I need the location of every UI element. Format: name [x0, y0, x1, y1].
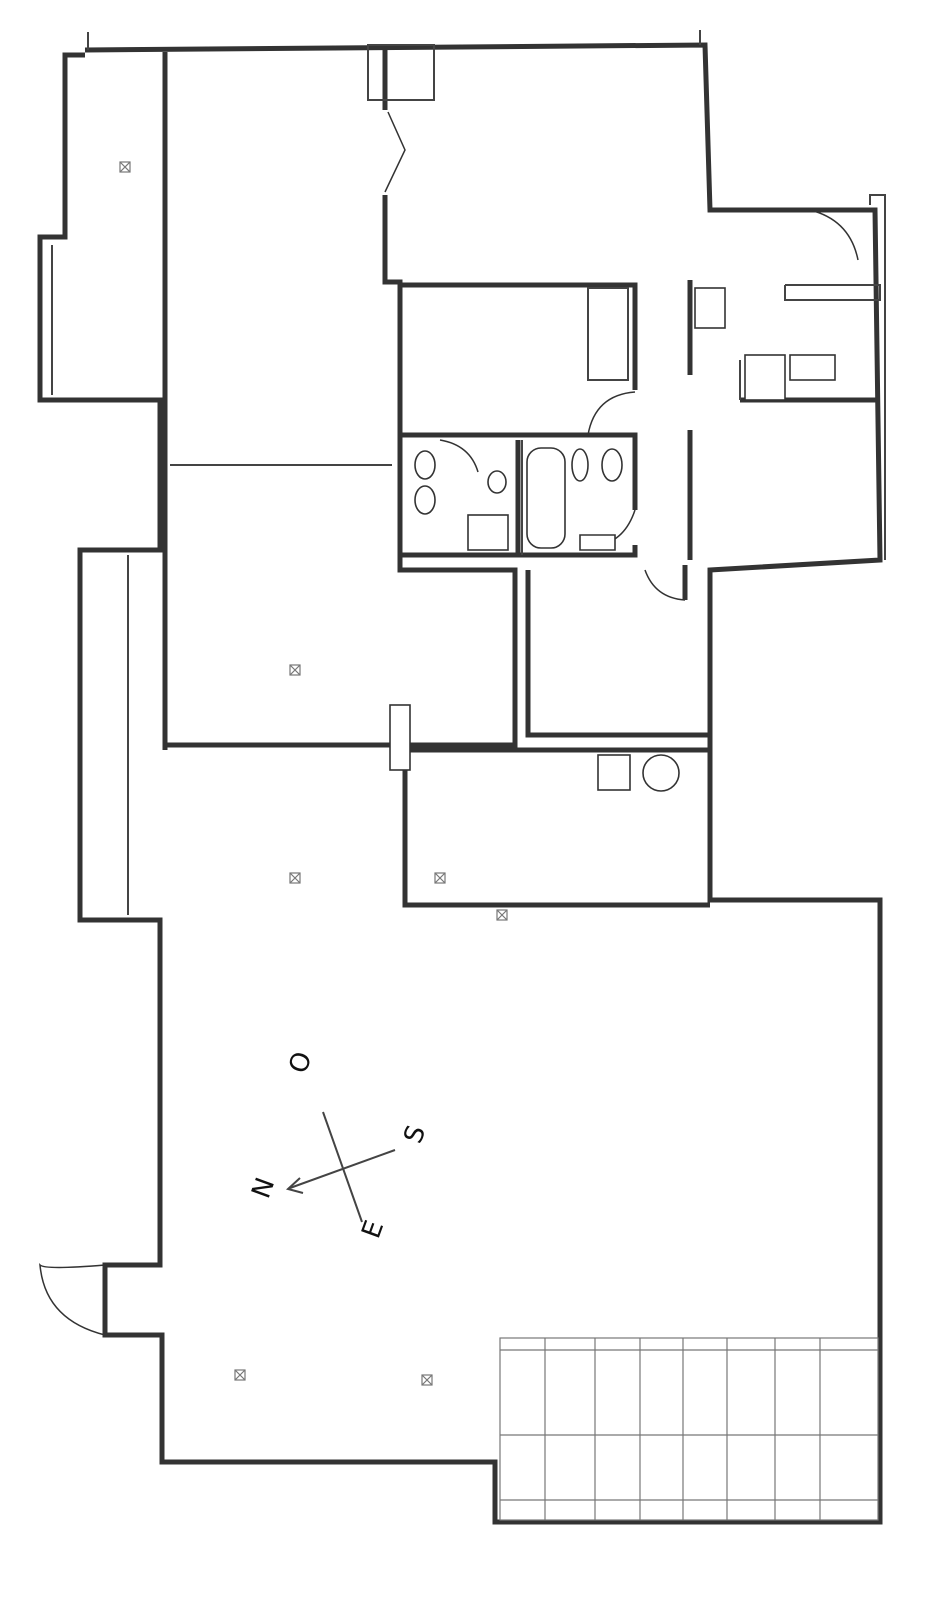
marker [234, 1369, 246, 1381]
pergola [499, 1337, 879, 1521]
toilet [414, 450, 436, 480]
marker [421, 1374, 433, 1386]
marker [496, 909, 508, 921]
cabinet [694, 287, 726, 329]
compass-north: N [246, 1174, 281, 1203]
boiler [642, 754, 680, 792]
sink [579, 534, 616, 551]
shower [467, 514, 509, 551]
ceiling-markers [119, 161, 508, 1386]
stove [744, 354, 786, 401]
toilet [414, 485, 436, 515]
marker [289, 872, 301, 884]
toilet [571, 448, 589, 482]
compass-west: O [283, 1048, 318, 1077]
bidet [601, 448, 623, 482]
marker [119, 161, 131, 173]
marker [289, 664, 301, 676]
compass: N S O E [246, 1048, 432, 1242]
fixtures [414, 354, 836, 792]
doors [39, 111, 859, 1336]
kitchen-sink [789, 354, 836, 381]
compass-south: S [398, 1122, 432, 1148]
interior-walls [162, 44, 881, 908]
washer [597, 754, 631, 791]
marker [434, 872, 446, 884]
bathtub [526, 447, 566, 549]
outer-walls [37, 30, 886, 1525]
pillar [389, 704, 411, 771]
chimney [367, 44, 435, 101]
sink [487, 470, 507, 494]
compass-east: E [356, 1217, 390, 1243]
